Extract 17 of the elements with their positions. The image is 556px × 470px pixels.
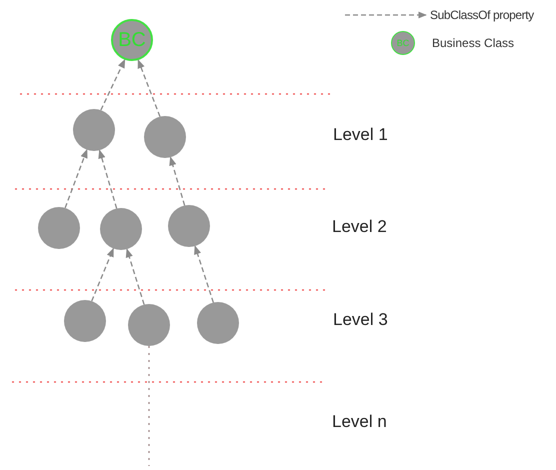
arrow xyxy=(64,148,88,208)
level-label: Level 3 xyxy=(333,311,388,328)
arrow xyxy=(98,149,118,209)
arrow xyxy=(91,248,114,302)
arrow xyxy=(194,245,214,303)
level-label: Level 1 xyxy=(333,126,388,143)
arrow xyxy=(126,248,145,305)
node-label: BC xyxy=(118,30,146,50)
legend-sample-label: BC xyxy=(396,38,410,48)
arrow xyxy=(138,59,161,117)
arrow xyxy=(100,58,126,110)
level-label: Level n xyxy=(332,413,387,430)
arrow xyxy=(169,156,186,206)
legend-label: SubClassOf property xyxy=(430,9,534,21)
legend-label: Business Class xyxy=(432,37,514,49)
connector-line xyxy=(148,346,150,466)
level-label: Level 2 xyxy=(332,218,387,235)
